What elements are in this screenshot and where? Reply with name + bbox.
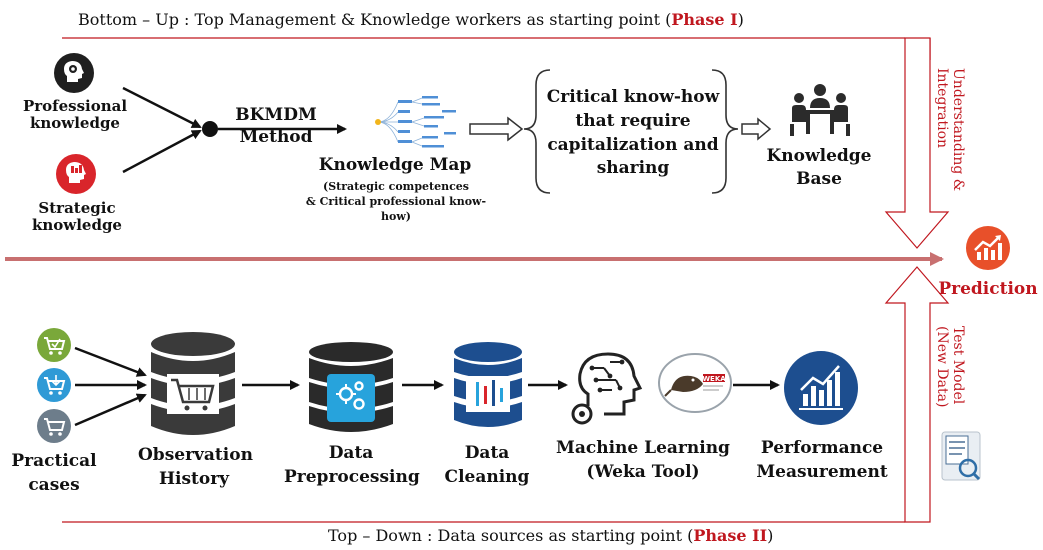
head-strategy-icon <box>55 153 97 199</box>
understanding-line1: Understanding & <box>950 68 967 192</box>
cleaning-line1: Data <box>464 443 510 463</box>
phase2-caption-close: ) <box>767 526 774 545</box>
weka-bird-icon: WEKA <box>657 352 733 418</box>
phase2-label: Phase II <box>693 526 768 545</box>
phase2-caption-text: Top – Down : Data sources as starting po… <box>328 526 694 545</box>
phase1-frame <box>62 37 931 60</box>
test-model-label: Test Model (New Data) <box>934 326 966 426</box>
critical-line2: that require <box>575 110 691 131</box>
critical-line4: sharing <box>596 158 670 179</box>
bkmdm-line1: BKMDM <box>235 105 317 125</box>
practical-line2: cases <box>28 474 80 495</box>
cart-download-icon <box>36 367 72 407</box>
chart-growth-icon <box>965 225 1011 275</box>
observation-line1: Observation <box>138 445 253 465</box>
merge-node <box>202 121 218 137</box>
knowledge-base-line1: Knowledge <box>766 146 872 166</box>
meeting-table-icon <box>786 80 854 142</box>
critical-line3: capitalization and <box>547 134 719 155</box>
prediction-label: Prediction <box>935 279 1041 299</box>
svg-text:WEKA: WEKA <box>702 375 726 383</box>
brace-left <box>523 69 551 194</box>
test-model-arrow <box>884 266 950 523</box>
arrow-cart3 <box>74 393 147 427</box>
database-cart-icon <box>147 330 239 446</box>
phase1-label: Phase I <box>671 10 738 29</box>
bar-chart-icon <box>783 350 859 430</box>
cart-check-icon <box>36 327 72 367</box>
brace-right <box>711 69 739 194</box>
knowledge-map-subtitle: (Strategic competences & Critical profes… <box>296 180 496 225</box>
performance-line2: Measurement <box>756 461 888 482</box>
phase1-caption: Bottom – Up : Top Management & Knowledge… <box>78 10 744 29</box>
critical-line1: Critical know-how <box>546 87 720 107</box>
cleaning-line2: Cleaning <box>444 466 530 487</box>
bkmdm-method-label: BKMDM Method <box>222 104 330 148</box>
knowledge-base-line2: Base <box>796 168 842 189</box>
ai-head-icon <box>570 348 652 430</box>
database-filter-icon <box>450 340 526 436</box>
professional-knowledge-text: Professional knowledge <box>22 97 128 132</box>
knowledge-map-text: Knowledge Map <box>318 155 472 175</box>
data-cleaning-label: Data Cleaning <box>432 442 542 490</box>
phase1-caption-close: ) <box>737 10 744 29</box>
observation-line2: History <box>158 468 230 489</box>
observation-history-label: Observation History <box>138 444 253 492</box>
understanding-integration-label: Understanding & Integration <box>934 68 966 238</box>
understanding-arrow <box>884 37 950 249</box>
knowledge-base-label: Knowledge Base <box>758 145 880 191</box>
database-gears-icon <box>305 340 397 442</box>
practical-line1: Practical <box>11 451 97 471</box>
knowledge-map-sub1: (Strategic competences <box>323 180 469 193</box>
hollow-arrow-2 <box>741 117 772 141</box>
preprocessing-line2: Preprocessing <box>284 466 420 487</box>
mind-map-icon <box>372 92 462 156</box>
critical-knowhow-label: Critical know-how that require capitaliz… <box>540 86 726 181</box>
knowledge-map-sub2: & Critical professional know-how) <box>305 194 487 223</box>
arrow-cart1 <box>74 346 147 377</box>
professional-knowledge-label: Professional knowledge <box>20 98 130 132</box>
strategic-knowledge-text: Strategic knowledge <box>32 199 122 234</box>
prediction-text: Prediction <box>938 279 1038 299</box>
arrow-professional-to-merge <box>122 86 202 129</box>
performance-measurement-label: Performance Measurement <box>748 437 896 485</box>
preprocessing-line1: Data <box>328 443 374 463</box>
phase2-caption: Top – Down : Data sources as starting po… <box>328 526 773 545</box>
ml-line1: Machine Learning <box>556 438 730 458</box>
bkmdm-line2: Method <box>239 127 313 148</box>
knowledge-map-label: Knowledge Map <box>310 155 480 175</box>
cart-icon <box>36 408 72 448</box>
strategic-knowledge-label: Strategic knowledge <box>22 200 132 234</box>
understanding-line2: Integration <box>934 68 951 149</box>
head-brain-icon <box>53 52 95 98</box>
machine-learning-label: Machine Learning (Weka Tool) <box>548 437 738 485</box>
test-model-line1: Test Model <box>950 326 967 405</box>
performance-line1: Performance <box>760 438 884 458</box>
arrow-strategic-to-merge <box>122 129 202 174</box>
practical-cases-label: Practical cases <box>4 450 104 498</box>
test-data-icon <box>940 430 982 486</box>
phase1-caption-text: Bottom – Up : Top Management & Knowledge… <box>78 10 672 29</box>
ml-line2: (Weka Tool) <box>586 461 700 482</box>
test-model-line2: (New Data) <box>934 326 951 408</box>
hollow-arrow-1 <box>469 116 524 142</box>
data-preprocessing-label: Data Preprocessing <box>284 442 420 490</box>
